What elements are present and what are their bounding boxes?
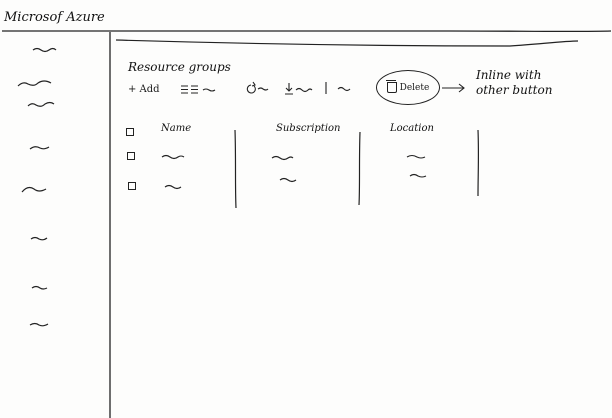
row-checkbox[interactable]	[127, 152, 135, 160]
sidebar-item	[32, 47, 57, 53]
sidebar-item	[29, 146, 50, 150]
column-header-location[interactable]: Location	[390, 123, 434, 134]
delete-label: Delete	[399, 82, 430, 93]
sidebar-divider	[109, 31, 111, 418]
refresh-icon	[246, 81, 269, 94]
delete-button[interactable]: Delete	[376, 70, 440, 105]
column-header-name[interactable]: Name	[161, 123, 192, 134]
toolbar-item	[337, 86, 351, 92]
table-cells	[161, 154, 427, 190]
content-top-line	[115, 39, 579, 47]
select-all-checkbox[interactable]	[126, 128, 134, 136]
download-icon	[285, 83, 313, 95]
columns-icon	[181, 85, 216, 94]
sidebar-item	[29, 322, 49, 327]
sidebar-items	[17, 47, 57, 327]
table-column-dividers	[234, 129, 480, 209]
trash-icon	[385, 80, 397, 93]
header-divider	[1, 30, 612, 33]
sidebar-item	[17, 80, 52, 87]
sidebar-item	[30, 236, 48, 241]
add-button[interactable]: + Add	[128, 84, 160, 95]
annotation-note: Inline with other button	[476, 68, 553, 97]
app-title: Microsof Azure	[4, 10, 105, 25]
page-title: Resource groups	[128, 60, 231, 74]
sidebar-item	[31, 285, 48, 290]
row-checkbox[interactable]	[128, 182, 136, 190]
sidebar-item	[21, 186, 47, 193]
sidebar-item	[27, 101, 55, 107]
column-header-subscription[interactable]: Subscription	[276, 123, 341, 134]
arrow-right-icon	[442, 83, 465, 93]
